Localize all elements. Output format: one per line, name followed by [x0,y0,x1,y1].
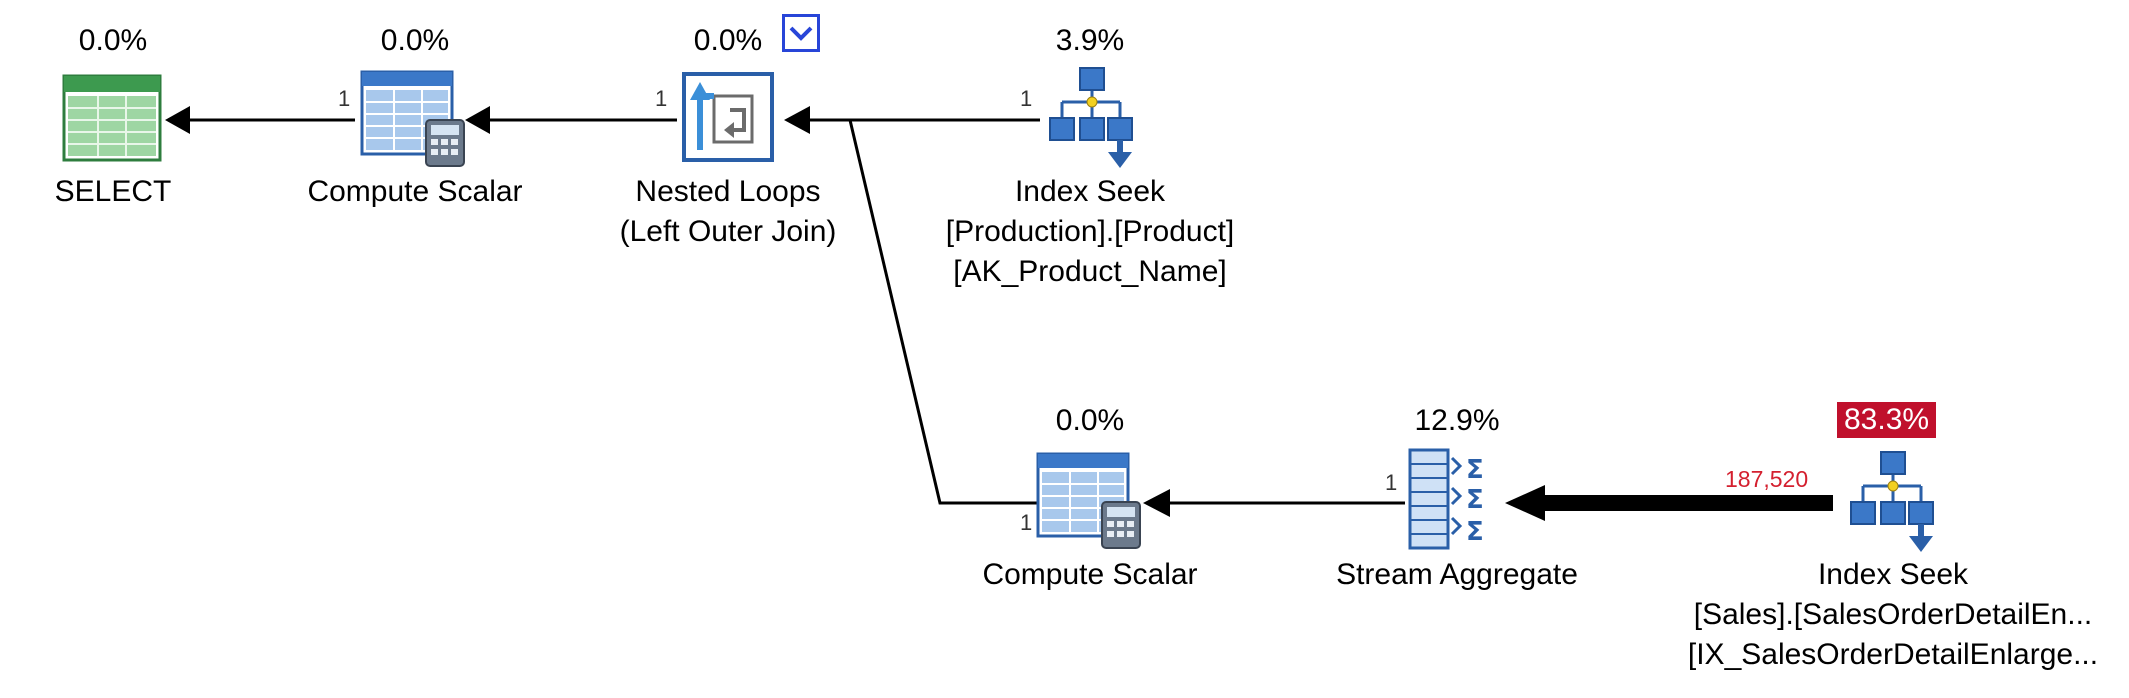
select-result-icon [62,74,162,162]
operator-label: Stream Aggregate [1336,558,1578,591]
index-tree-icon [1049,67,1133,168]
cost-percent: 0.0% [693,24,763,57]
edge-row-count: 1 [655,86,668,111]
operator-label: Index Seek [Production].[Product] [AK_Pr… [945,175,1235,288]
cost-percent: 0.0% [380,24,450,57]
chevron-down-icon [789,26,813,41]
svg-text:Σ: Σ [1466,517,1484,547]
edge-row-count: 1 [338,86,351,111]
operator-label: Index Seek [Sales].[SalesOrderDetailEn..… [1687,558,2099,671]
cost-percent: 0.0% [78,24,148,57]
cost-percent-hot-badge: 83.3% [1837,402,1937,438]
operator-label: Compute Scalar [982,558,1198,591]
nested-loops-icon [682,72,774,162]
operator-label: Nested Loops (Left Outer Join) [619,175,837,248]
cost-percent: 3.9% [1055,24,1125,57]
cost-percent: 12.9% [1414,404,1500,437]
edge-row-count: 1 [1020,86,1033,111]
edge-row-count: 1 [1385,470,1398,495]
operator-dropdown[interactable] [782,14,820,52]
calculator-table-icon [1036,452,1141,549]
edge-row-count-hot: 187,520 [1725,466,1809,492]
operator-label: Compute Scalar [307,175,523,208]
calculator-table-icon [360,70,465,167]
operator-label: SELECT [54,175,172,208]
sigma-aggregate-icon: ΣΣΣ [1408,448,1484,550]
index-tree-icon [1850,451,1934,552]
cost-percent: 0.0% [1055,404,1125,437]
svg-text:Σ: Σ [1466,485,1484,515]
svg-text:Σ: Σ [1466,455,1484,485]
edge-row-count: 1 [1020,510,1033,535]
